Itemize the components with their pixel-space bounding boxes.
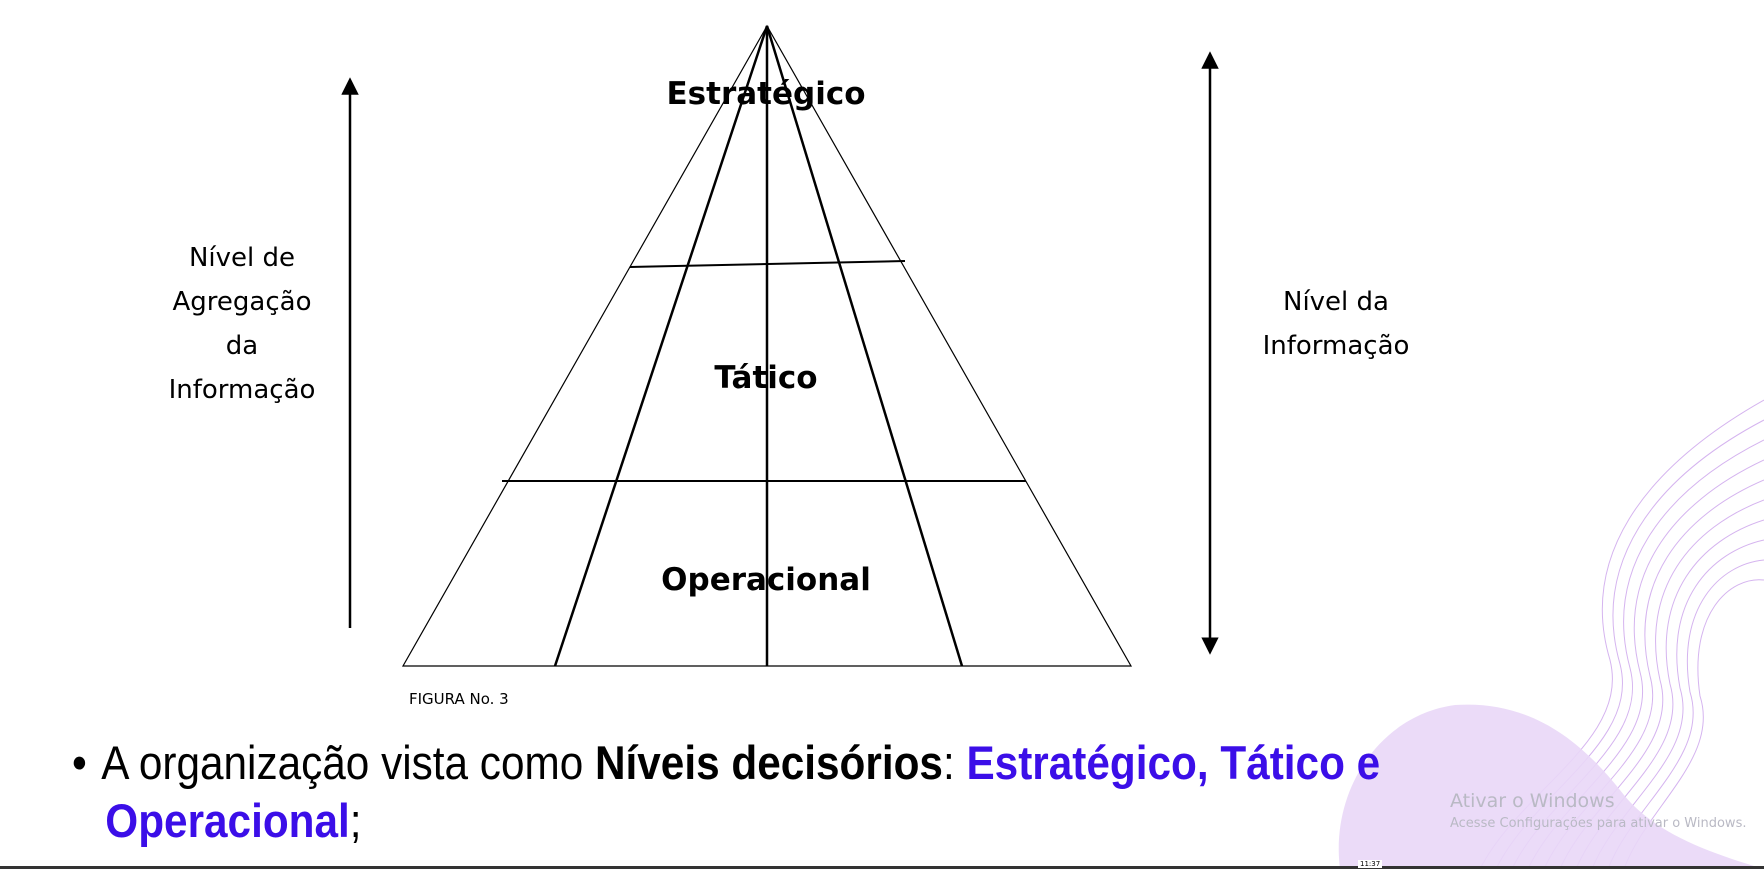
bullet-text-colon: : [942, 736, 967, 789]
bullet-text-end: ; [349, 794, 362, 847]
figure-caption: FIGURA No. 3 [409, 690, 509, 708]
decorative-swirl [1479, 399, 1764, 869]
right-axis-label-line: Informação [1262, 331, 1410, 361]
bullet-line-2: Operacional; [72, 792, 1440, 850]
left-axis-label-line: Nível de [188, 243, 296, 273]
taskbar-clock: 11:37 [1358, 860, 1383, 868]
bullet-text-intro: A organização vista como [101, 736, 595, 789]
right-axis-label-line: Nível da [1283, 287, 1389, 317]
bottom-bar [0, 866, 1764, 869]
left-axis-label-line: Agregação [172, 287, 312, 317]
left-axis-label-line: Informação [168, 375, 316, 405]
right-axis-label: Nível da Informação [1263, 280, 1410, 368]
pyramid-inner-right-line [765, 25, 964, 667]
level-label-strategic: Estratégico [666, 76, 866, 112]
level-label-operational: Operacional [661, 562, 871, 598]
left-axis-label-line: da [225, 331, 259, 361]
bullet-dot: • [72, 736, 87, 789]
bullet-text-accent-levels: Estratégico, Tático e [966, 736, 1381, 789]
bullet-text-accent-operational: Operacional [105, 794, 350, 847]
pyramid-inner-left-line [553, 25, 769, 667]
level-label-tactical: Tático [714, 360, 818, 396]
windows-activation-subtitle: Acesse Configurações para ativar o Windo… [1450, 816, 1747, 831]
left-axis-label: Nível de Agregação da Informação [169, 236, 316, 412]
decorative-blob [1338, 704, 1764, 869]
windows-activation-title: Ativar o Windows [1450, 790, 1615, 812]
bullet-point: • A organização vista como Níveis decisór… [72, 734, 1440, 850]
bullet-text-bold: Níveis decisórios [594, 736, 943, 789]
